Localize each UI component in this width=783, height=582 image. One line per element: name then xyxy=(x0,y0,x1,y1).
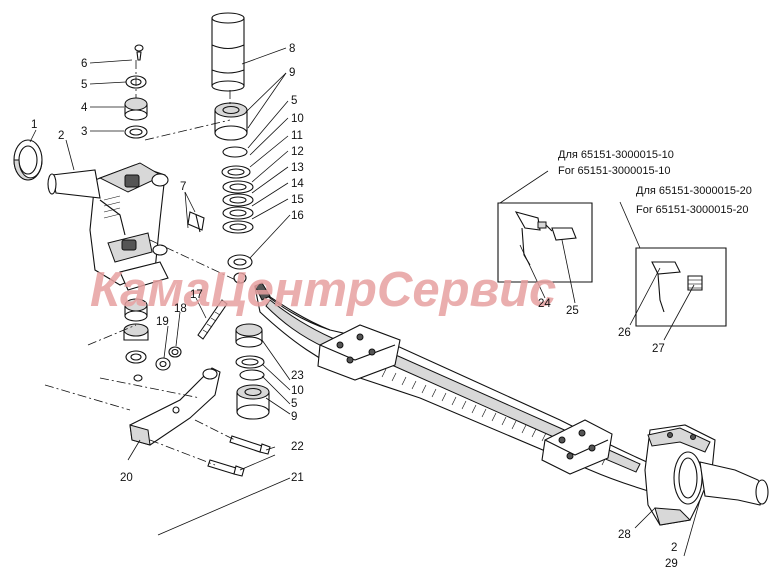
callout-15: 15 xyxy=(291,194,304,206)
left-lower-parts-stack xyxy=(123,298,149,382)
left-steering-knuckle xyxy=(47,162,169,291)
callout-9-lower: 9 xyxy=(291,411,297,423)
callout-19: 19 xyxy=(156,316,169,328)
callout-9: 9 xyxy=(289,67,295,79)
washer-19 xyxy=(155,357,171,371)
callout-10-lower: 10 xyxy=(291,385,304,397)
callout-8: 8 xyxy=(289,43,295,55)
callout-3: 3 xyxy=(81,126,87,138)
callout-6: 6 xyxy=(81,58,87,70)
callout-27: 27 xyxy=(652,343,665,355)
callout-2-right: 2 xyxy=(671,542,677,554)
seal-ring-1 xyxy=(13,139,43,181)
callout-21: 21 xyxy=(291,472,304,484)
bolt-22-lower xyxy=(207,459,245,477)
callout-5-right: 5 xyxy=(291,95,297,107)
nut-18 xyxy=(168,346,182,358)
callout-5: 5 xyxy=(81,79,87,91)
callout-4: 4 xyxy=(81,102,88,114)
axle-beam xyxy=(254,282,691,501)
bolt-22-upper xyxy=(229,435,271,455)
watermark-text: КамаЦентрСервис xyxy=(90,263,556,317)
callout-1: 1 xyxy=(31,119,37,131)
bolt-17 xyxy=(197,299,228,340)
left-upper-parts-stack xyxy=(124,44,148,139)
right-lower-parts-stack xyxy=(235,323,270,420)
variant-20-inset xyxy=(635,247,727,327)
callout-22: 22 xyxy=(291,441,304,453)
callout-24: 24 xyxy=(538,298,551,310)
bolt-7 xyxy=(187,211,205,233)
callout-16: 16 xyxy=(291,210,304,222)
callout-2: 2 xyxy=(58,130,64,142)
callout-10: 10 xyxy=(291,113,304,125)
right-steering-knuckle-assembly xyxy=(644,424,769,526)
king-pin-8 xyxy=(211,12,245,92)
callout-5-lower: 5 xyxy=(291,398,297,410)
callout-26: 26 xyxy=(618,327,631,339)
callout-17: 17 xyxy=(190,289,203,301)
callout-14: 14 xyxy=(291,178,304,190)
steering-arm-20 xyxy=(129,367,221,446)
callout-13: 13 xyxy=(291,162,304,174)
variant-10-inset xyxy=(497,202,593,283)
variant-10-note-en: For 65151-3000015-10 xyxy=(558,165,671,177)
callout-20: 20 xyxy=(120,472,133,484)
callout-23: 23 xyxy=(291,370,304,382)
callout-25: 25 xyxy=(566,305,579,317)
variant-10-note-ru: Для 65151-3000015-10 xyxy=(558,149,674,161)
variant-20-note-ru: Для 65151-3000015-20 xyxy=(636,185,752,197)
leader-lines xyxy=(29,47,701,557)
callout-11: 11 xyxy=(291,130,303,142)
callout-7: 7 xyxy=(180,181,186,193)
callout-18: 18 xyxy=(174,303,187,315)
callout-12: 12 xyxy=(291,146,304,158)
assembly-axis-lines xyxy=(44,60,241,466)
callout-29: 29 xyxy=(665,558,678,570)
variant-20-note-en: For 65151-3000015-20 xyxy=(636,204,749,216)
right-upper-parts-stack xyxy=(214,102,254,284)
callout-28: 28 xyxy=(618,529,631,541)
